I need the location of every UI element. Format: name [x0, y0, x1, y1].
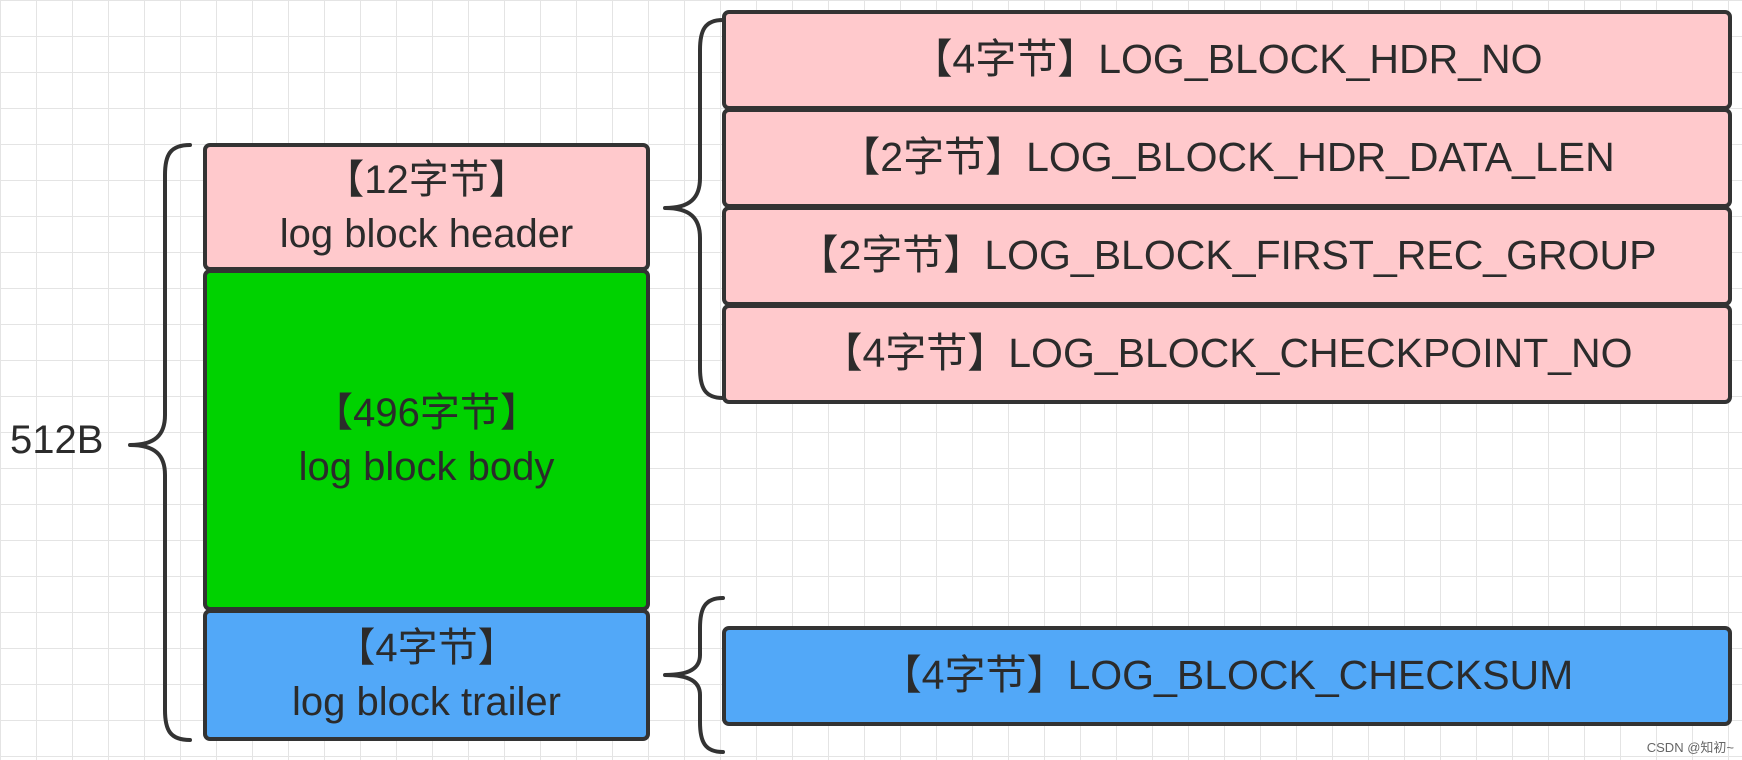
log-block-body-size: 【496字节】: [313, 391, 540, 435]
log-block-header: 【12字节】 log block header: [203, 143, 650, 271]
trailer-brace: [663, 596, 725, 754]
watermark: CSDN @知初~: [1646, 740, 1734, 755]
log-block-trailer-size: 【4字节】: [335, 626, 518, 670]
header-brace: [663, 18, 725, 400]
total-size-label: 512B: [10, 418, 104, 462]
log-block-trailer-name: log block trailer: [291, 680, 561, 724]
log-block-header-name: log block header: [279, 212, 574, 256]
log-block-trailer: 【4字节】 log block trailer: [203, 609, 650, 741]
header-field-first-rec-group: 【2字节】LOG_BLOCK_FIRST_REC_GROUP: [722, 206, 1732, 306]
header-field-hdr-data-len: 【2字节】LOG_BLOCK_HDR_DATA_LEN: [722, 108, 1732, 208]
header-field-hdr-no: 【4字节】LOG_BLOCK_HDR_NO: [722, 10, 1732, 110]
log-block-body: 【496字节】 log block body: [203, 269, 650, 611]
trailer-field-checksum: 【4字节】LOG_BLOCK_CHECKSUM: [722, 626, 1732, 726]
log-block-body-name: log block body: [298, 445, 555, 489]
total-brace: [128, 143, 192, 742]
log-block-header-size: 【12字节】: [324, 158, 529, 202]
header-field-checkpoint-no: 【4字节】LOG_BLOCK_CHECKPOINT_NO: [722, 304, 1732, 404]
